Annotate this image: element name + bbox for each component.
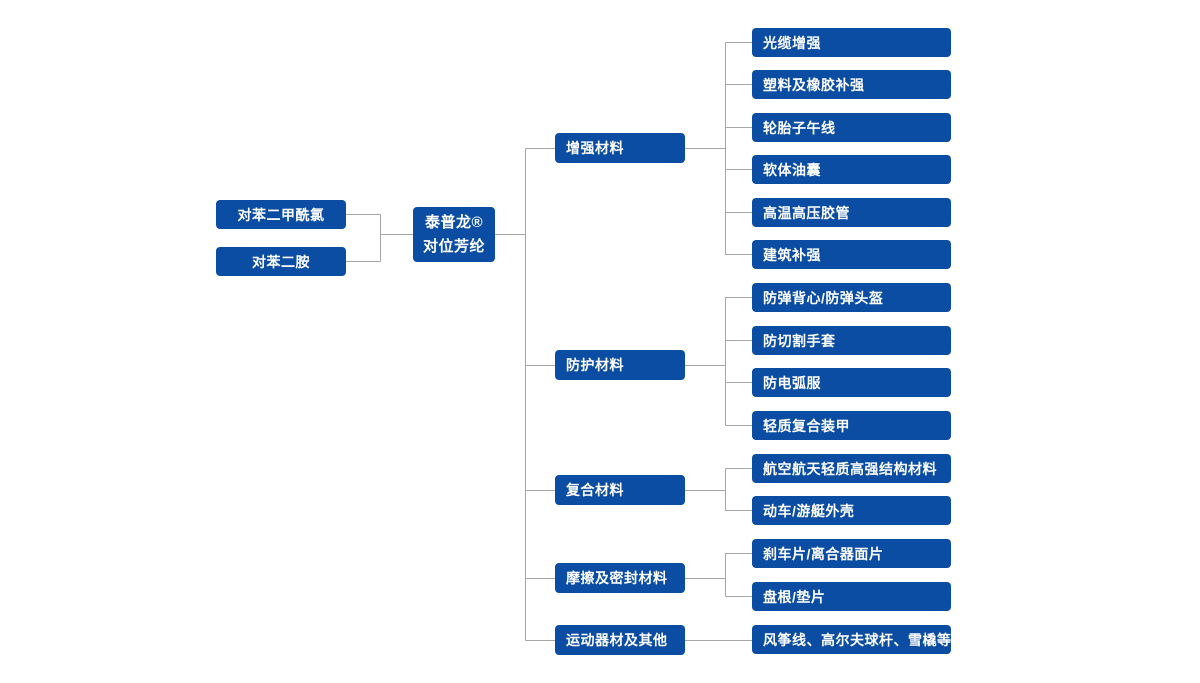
node-category-protective-materials: 防护材料	[555, 350, 685, 380]
connector-category-1	[685, 42, 752, 255]
node-product-taparan-para-aramid: 泰普龙® 对位芳纶	[413, 207, 495, 262]
leaf-node-bulletproof-vest-helmet: 防弹背心/防弹头盔	[752, 283, 951, 312]
leaf-node-brake-pads-clutch-facings: 刹车片/离合器面片	[752, 539, 951, 568]
leaf-node-kite-line-golf-club-sled: 风筝线、高尔夫球杆、雪橇等	[752, 625, 951, 654]
node-raw-material-paraphenylenediamine: 对苯二胺	[216, 247, 346, 276]
leaf-node-cut-resistant-gloves: 防切割手套	[752, 326, 951, 355]
connector-raw-to-product	[346, 214, 413, 262]
leaf-node-tire-cord: 轮胎子午线	[752, 113, 951, 142]
leaf-node-train-yacht-shell: 动车/游艇外壳	[752, 496, 951, 525]
leaf-node-lightweight-composite-armor: 轻质复合装甲	[752, 411, 951, 440]
connector-category-4	[685, 553, 752, 597]
leaf-node-high-temp-pressure-hose: 高温高压胶管	[752, 198, 951, 227]
node-category-reinforcement-materials: 增强材料	[555, 133, 685, 163]
leaf-node-optical-cable-reinforcement: 光缆增强	[752, 28, 951, 57]
product-name-line2: 对位芳纶	[422, 237, 485, 255]
node-category-sports-equipment-other: 运动器材及其他	[555, 625, 685, 655]
leaf-node-building-reinforcement: 建筑补强	[752, 240, 951, 269]
node-raw-material-paraphthaloyl-chloride: 对苯二甲酰氯	[216, 200, 346, 229]
leaf-node-plastic-rubber-reinforcement: 塑料及橡胶补强	[752, 70, 951, 99]
leaf-node-aerospace-structural-materials: 航空航天轻质高强结构材料	[752, 454, 951, 483]
node-category-composite-materials: 复合材料	[555, 475, 685, 505]
connector-product-to-categories	[495, 148, 555, 641]
product-name-line1: 泰普龙®	[424, 214, 484, 232]
node-category-friction-sealing-materials: 摩擦及密封材料	[555, 563, 685, 593]
leaf-node-packing-gaskets: 盘根/垫片	[752, 582, 951, 611]
leaf-node-flexible-oil-bladder: 软体油囊	[752, 155, 951, 184]
connector-category-2	[685, 297, 752, 426]
leaf-node-arc-flash-clothing: 防电弧服	[752, 368, 951, 397]
connector-category-3	[685, 468, 752, 511]
